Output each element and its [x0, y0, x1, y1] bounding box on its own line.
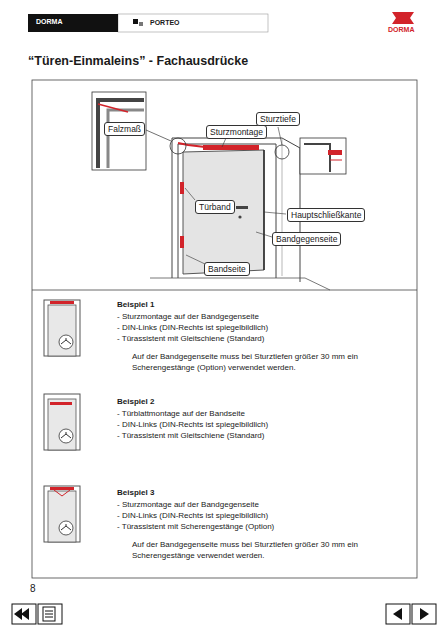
node-text: Sturztiefe	[260, 114, 296, 124]
body-text: - Türblattmontage auf der Bandseite	[117, 409, 245, 420]
body-text: - Türassistent mit Gleitschiene (Standar…	[117, 431, 264, 442]
heading-text: PORTEO	[150, 18, 180, 27]
heading-text: Beispiel 3	[117, 488, 154, 499]
body-text: - Türassistent mit Gleitschiene (Standar…	[117, 334, 264, 345]
node-text: Bandgegenseite	[276, 234, 337, 244]
page-title: “Türen-Einmaleins” - Fachausdrücke	[28, 54, 248, 68]
body-text: - DIN-Links (DIN-Rechts ist spiegelbildl…	[117, 511, 268, 522]
term-label-box: Bandseite	[204, 262, 250, 276]
nav-buttons	[12, 604, 436, 624]
door-illustration	[92, 92, 346, 290]
brand-box: DORMA	[28, 14, 118, 32]
node-text: Hauptschließkante	[291, 210, 361, 220]
term-label-box: Sturztiefe	[256, 112, 300, 126]
body-text: - DIN-Links (DIN-Rechts ist spiegelbildl…	[117, 323, 268, 334]
leader-lines	[185, 127, 286, 264]
body-text: - Sturzmontage auf der Bandgegenseite	[117, 312, 259, 323]
term-label-box: Hauptschließkante	[287, 208, 365, 222]
heading-text: DORMA	[388, 25, 414, 34]
dorma-logo	[392, 12, 414, 24]
note-text: Auf der Bandgegenseite muss bei Sturztie…	[132, 540, 382, 562]
heading-text: Beispiel 2	[117, 397, 154, 408]
term-label-box: Türband	[195, 200, 235, 214]
node-text: Sturzmontage	[210, 127, 263, 137]
term-label-box: Sturzmontage	[206, 125, 267, 139]
body-text: - Sturzmontage auf der Bandgegenseite	[117, 500, 259, 511]
note-text: Auf der Bandgegenseite muss bei Sturztie…	[132, 352, 382, 374]
node-text: DORMA	[36, 18, 62, 25]
heading-text: Beispiel 1	[117, 300, 154, 311]
node-text: Türband	[199, 202, 231, 212]
body-text: - DIN-Links (DIN-Rechts ist spiegelbildl…	[117, 420, 268, 431]
body-text: - Türassistent mit Scherengestänge (Opti…	[117, 522, 274, 533]
term-label-box: Falzmaß	[104, 122, 145, 136]
node-text: Bandseite	[208, 264, 246, 274]
term-label-box: Bandgegenseite	[272, 232, 341, 246]
page-number: 8	[30, 582, 36, 596]
example-icons	[44, 300, 80, 542]
content-frame	[32, 80, 417, 578]
node-text: Falzmaß	[108, 124, 141, 134]
header-bar	[118, 14, 268, 32]
